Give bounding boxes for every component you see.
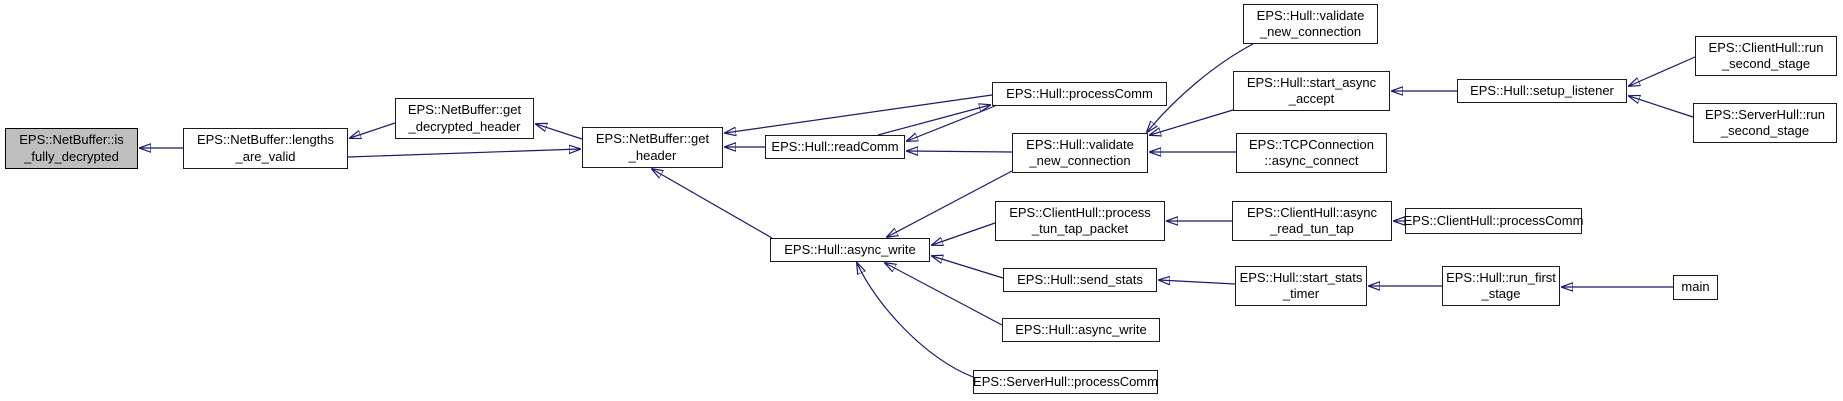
edge-process-tun-tap-packet-to-async-write <box>932 222 996 245</box>
graph-node-main[interactable]: main <box>1673 275 1718 300</box>
graph-node-server-process-comm[interactable]: EPS::ServerHull::processComm <box>973 370 1158 394</box>
graph-node-setup-listener[interactable]: EPS::Hull::setup_listener <box>1457 79 1627 103</box>
edge-lengths-are-valid-to-get-header <box>347 149 580 158</box>
edge-process-comm-to-get-header <box>725 94 993 133</box>
edge-start-async-accept-to-validate-new-connection <box>1150 109 1234 135</box>
graph-node-client-run-second-stage[interactable]: EPS::ClientHull::run _second_stage <box>1695 36 1837 76</box>
edge-get-decrypted-header-to-lengths-are-valid <box>350 122 396 138</box>
graph-node-async-read-tun-tap[interactable]: EPS::ClientHull::async _read_tun_tap <box>1232 201 1392 241</box>
edge-async-write-to-get-header <box>652 169 773 239</box>
graph-node-get-decrypted-header[interactable]: EPS::NetBuffer::get _decrypted_header <box>395 98 534 139</box>
graph-node-client-process-comm[interactable]: EPS::ClientHull::processComm <box>1404 208 1583 234</box>
graph-node-validate-new-connection[interactable]: EPS::Hull::validate _new_connection <box>1012 133 1148 173</box>
graph-node-lengths-are-valid[interactable]: EPS::NetBuffer::lengths _are_valid <box>183 128 348 169</box>
edge-server-process-comm-to-async-write <box>857 263 974 378</box>
graph-node-start-async-accept[interactable]: EPS::Hull::start_async _accept <box>1233 71 1390 111</box>
graph-node-validate-new-connection-top[interactable]: EPS::Hull::validate _new_connection <box>1243 4 1378 44</box>
graph-node-run-first-stage[interactable]: EPS::Hull::run_first _stage <box>1442 266 1560 306</box>
graph-node-get-header[interactable]: EPS::NetBuffer::get _header <box>582 127 723 168</box>
graph-node-send-stats[interactable]: EPS::Hull::send_stats <box>1003 268 1157 292</box>
edge-validate-new-connection-to-async-write <box>887 170 1013 237</box>
edge-read-comm-to-process-comm <box>877 105 990 136</box>
edge-start-stats-timer-to-send-stats <box>1159 280 1236 284</box>
graph-node-async-write[interactable]: EPS::Hull::async_write <box>770 238 930 262</box>
graph-node-start-stats-timer[interactable]: EPS::Hull::start_stats _timer <box>1235 266 1367 306</box>
graph-node-read-comm[interactable]: EPS::Hull::readComm <box>765 135 905 159</box>
graph-node-async-connect[interactable]: EPS::TCPConnection ::async_connect <box>1236 133 1387 173</box>
graph-node-process-comm[interactable]: EPS::Hull::processComm <box>992 82 1167 106</box>
edge-validate-new-connection-top-to-validate-new-connection <box>1147 43 1254 132</box>
graph-node-server-run-second-stage[interactable]: EPS::ServerHull::run _second_stage <box>1693 103 1837 143</box>
edges <box>140 43 1696 378</box>
graph-node-hull-async-write-overload[interactable]: EPS::Hull::async_write <box>1002 318 1160 342</box>
edge-hull-async-write-overload-to-async-write <box>885 263 1003 326</box>
edge-server-run-second-stage-to-setup-listener <box>1629 96 1694 118</box>
edge-get-header-to-get-decrypted-header <box>536 124 583 140</box>
graph-node-is-fully-decrypted: EPS::NetBuffer::is _fully_decrypted <box>5 128 138 169</box>
edge-client-run-second-stage-to-setup-listener <box>1629 56 1696 86</box>
edge-validate-new-connection-to-read-comm <box>907 151 1013 152</box>
edge-send-stats-to-async-write <box>932 256 1004 279</box>
graph-node-process-tun-tap-packet[interactable]: EPS::ClientHull::process _tun_tap_packet <box>995 201 1165 241</box>
